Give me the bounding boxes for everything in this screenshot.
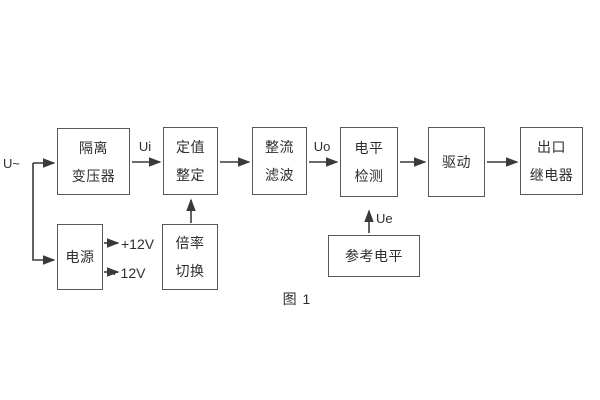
block-multiplier-switch-line2: 切换 (175, 263, 205, 279)
block-multiplier-switch: 倍率 切换 (162, 224, 218, 290)
positive-rail-label: +12V (121, 236, 155, 252)
block-value-setting-line1: 定值 (176, 139, 205, 155)
block-reference-level: 参考电平 (328, 235, 420, 277)
figure-caption: 图 1 (282, 291, 312, 307)
signal-ui-label: Ui (138, 139, 152, 154)
block-isolation-transformer-line1: 隔离 (79, 139, 108, 156)
block-level-detect-line1: 电平 (354, 140, 384, 156)
block-value-setting: 定值 整定 (163, 127, 218, 195)
block-value-setting-line2: 整定 (176, 167, 205, 183)
block-output-relay-line1: 出口 (537, 139, 566, 155)
block-output-relay: 出口 继电器 (520, 127, 583, 195)
block-isolation-transformer-line2: 变压器 (71, 167, 116, 184)
block-power-supply-label: 电源 (65, 249, 95, 265)
block-level-detect: 电平 检测 (340, 127, 398, 197)
block-output-relay-line2: 继电器 (529, 167, 574, 183)
block-reference-level-label: 参考电平 (345, 248, 403, 264)
negative-rail-label: · 12V (112, 265, 146, 281)
block-rectify-filter-line1: 整流 (265, 139, 294, 155)
block-isolation-transformer: 隔离 变压器 (57, 128, 130, 195)
signal-uo-label: Uo (313, 139, 331, 154)
block-drive: 驱动 (428, 127, 485, 197)
block-multiplier-switch-line1: 倍率 (175, 235, 205, 251)
block-drive-label: 驱动 (442, 154, 471, 170)
signal-ue-label: Ue (376, 211, 393, 226)
block-rectify-filter: 整流 滤波 (252, 127, 307, 195)
block-rectify-filter-line2: 滤波 (265, 167, 294, 183)
input-voltage-label: U~ (3, 156, 20, 171)
block-level-detect-line2: 检测 (354, 168, 384, 184)
block-power-supply: 电源 (57, 224, 103, 290)
arrow-input-branch-to-power-supply (32, 163, 56, 265)
